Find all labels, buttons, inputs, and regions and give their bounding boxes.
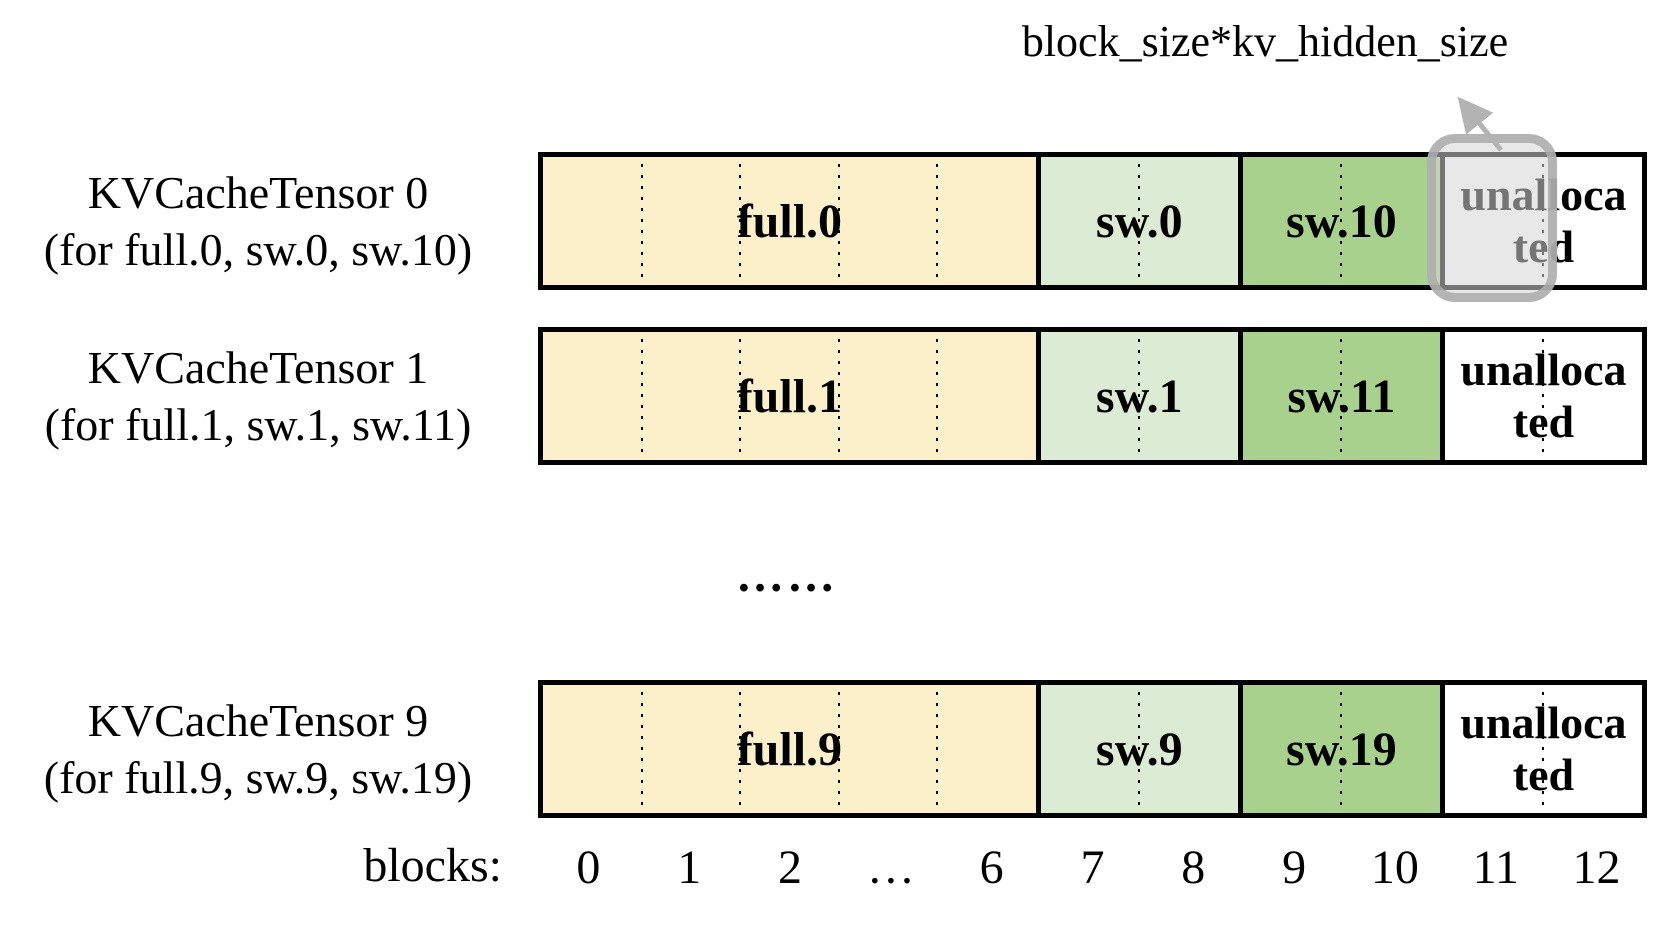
tensor-9-title: KVCacheTensor 9 xyxy=(87,695,429,746)
blocks-axis-label: blocks: xyxy=(363,839,502,892)
block-size-highlight-box xyxy=(1427,134,1557,302)
row-label-tensor-0: KVCacheTensor 0 (for full.0, sw.0, sw.10… xyxy=(12,152,504,290)
segment-full-9: full.9 xyxy=(543,685,1036,813)
block-divider-dotted xyxy=(1542,692,1545,806)
segment-full-0: full.0 xyxy=(543,157,1036,285)
block-divider-dotted xyxy=(936,164,939,278)
block-tick-ellipsis: … xyxy=(866,841,915,894)
tensor-9-bar: full.9 sw.9 sw.19 unalloca ted xyxy=(538,680,1647,818)
block-tick-11: 11 xyxy=(1472,841,1519,894)
block-divider-dotted xyxy=(936,692,939,806)
segment-sw-9: sw.9 xyxy=(1035,685,1238,813)
block-size-annotation: block_size*kv_hidden_size xyxy=(1021,17,1509,66)
block-divider-dotted xyxy=(640,164,643,278)
segment-sw-0: sw.0 xyxy=(1035,157,1238,285)
block-divider-dotted xyxy=(936,339,939,453)
block-divider-dotted xyxy=(640,339,643,453)
tensor-0-subtitle: (for full.0, sw.0, sw.10) xyxy=(43,224,473,275)
block-divider-dotted xyxy=(739,339,742,453)
block-divider-dotted xyxy=(1542,339,1545,453)
block-tick-6: 6 xyxy=(979,841,1004,894)
row-label-tensor-1: KVCacheTensor 1 (for full.1, sw.1, sw.11… xyxy=(12,327,504,465)
block-tick-0: 0 xyxy=(576,841,601,894)
block-divider-dotted xyxy=(837,164,840,278)
blocks-tick-row: 0 1 2 … 6 7 8 9 10 11 12 xyxy=(538,838,1647,900)
block-tick-2: 2 xyxy=(778,841,803,894)
rows-ellipsis: …… xyxy=(736,549,838,602)
block-tick-12: 12 xyxy=(1572,841,1621,894)
block-divider-dotted xyxy=(1340,339,1343,453)
block-tick-7: 7 xyxy=(1080,841,1105,894)
segment-sw-19: sw.19 xyxy=(1237,685,1440,813)
segment-full-1: full.1 xyxy=(543,332,1036,460)
tensor-0-title: KVCacheTensor 0 xyxy=(87,167,429,218)
segment-sw-11: sw.11 xyxy=(1237,332,1440,460)
block-divider-dotted xyxy=(837,339,840,453)
block-tick-8: 8 xyxy=(1181,841,1206,894)
block-divider-dotted xyxy=(739,692,742,806)
block-divider-dotted xyxy=(640,692,643,806)
tensor-1-title: KVCacheTensor 1 xyxy=(87,342,429,393)
block-divider-dotted xyxy=(1138,339,1141,453)
segment-sw-10: sw.10 xyxy=(1237,157,1440,285)
segment-label: full.9 xyxy=(736,722,843,776)
segment-sw-1: sw.1 xyxy=(1035,332,1238,460)
block-divider-dotted xyxy=(837,692,840,806)
block-tick-1: 1 xyxy=(677,841,702,894)
block-tick-9: 9 xyxy=(1282,841,1307,894)
segment-label: full.1 xyxy=(736,369,843,423)
segment-label: full.0 xyxy=(736,194,843,248)
tensor-1-bar: full.1 sw.1 sw.11 unalloca ted xyxy=(538,327,1647,465)
row-label-tensor-9: KVCacheTensor 9 (for full.9, sw.9, sw.19… xyxy=(12,680,504,818)
block-divider-dotted xyxy=(1138,164,1141,278)
segment-unallocated-1: unalloca ted xyxy=(1439,332,1643,460)
block-divider-dotted xyxy=(1340,692,1343,806)
block-divider-dotted xyxy=(739,164,742,278)
tensor-1-subtitle: (for full.1, sw.1, sw.11) xyxy=(44,399,472,450)
block-tick-10: 10 xyxy=(1370,841,1419,894)
block-divider-dotted xyxy=(1138,692,1141,806)
block-divider-dotted xyxy=(1340,164,1343,278)
segment-unallocated-9: unalloca ted xyxy=(1439,685,1643,813)
tensor-9-subtitle: (for full.9, sw.9, sw.19) xyxy=(43,752,473,803)
